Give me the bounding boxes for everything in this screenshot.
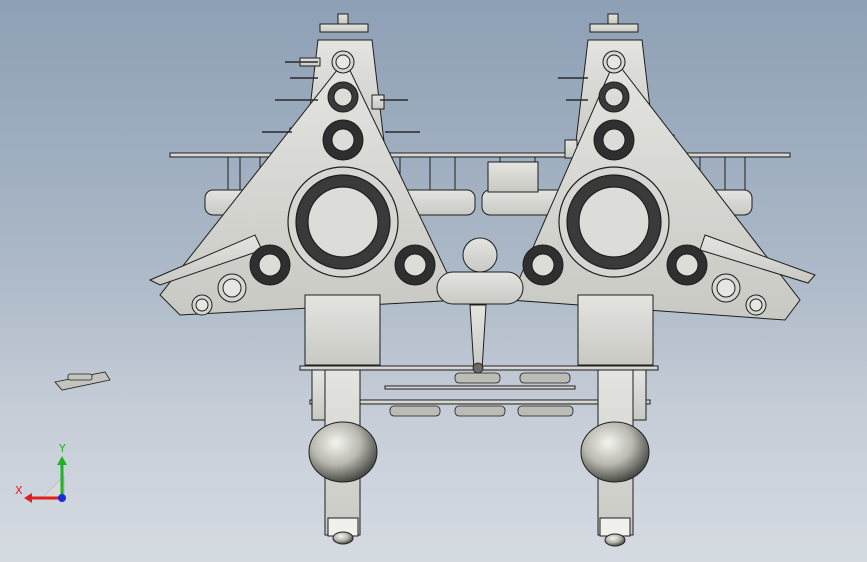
y-axis-arrow-icon [57, 456, 67, 465]
tower-antennas [262, 61, 588, 133]
right-ports [522, 50, 767, 316]
deck-rail [169, 152, 791, 158]
right-pylon-upper [577, 294, 654, 366]
beam-details [389, 362, 574, 417]
small-part [54, 371, 111, 391]
left-sphere [308, 421, 378, 483]
x-axis-arrow-icon [24, 493, 32, 503]
y-axis-label: Y [58, 442, 66, 455]
left-ports [191, 50, 436, 316]
z-axis-dot [58, 494, 66, 502]
left-tower-cap [319, 23, 369, 33]
right-tower-cap [589, 23, 639, 33]
center-hub [462, 237, 498, 273]
center-strut [469, 304, 487, 371]
center-bar [436, 271, 524, 305]
beam-lower [309, 399, 651, 405]
beam-mid [384, 385, 576, 390]
center-box [487, 161, 539, 193]
left-pylon-upper [304, 294, 381, 366]
right-wing [699, 234, 816, 284]
right-foot [599, 517, 631, 537]
x-axis-label: X [15, 484, 23, 497]
axis-triad: X Y [15, 442, 67, 503]
right-sphere [580, 421, 650, 483]
